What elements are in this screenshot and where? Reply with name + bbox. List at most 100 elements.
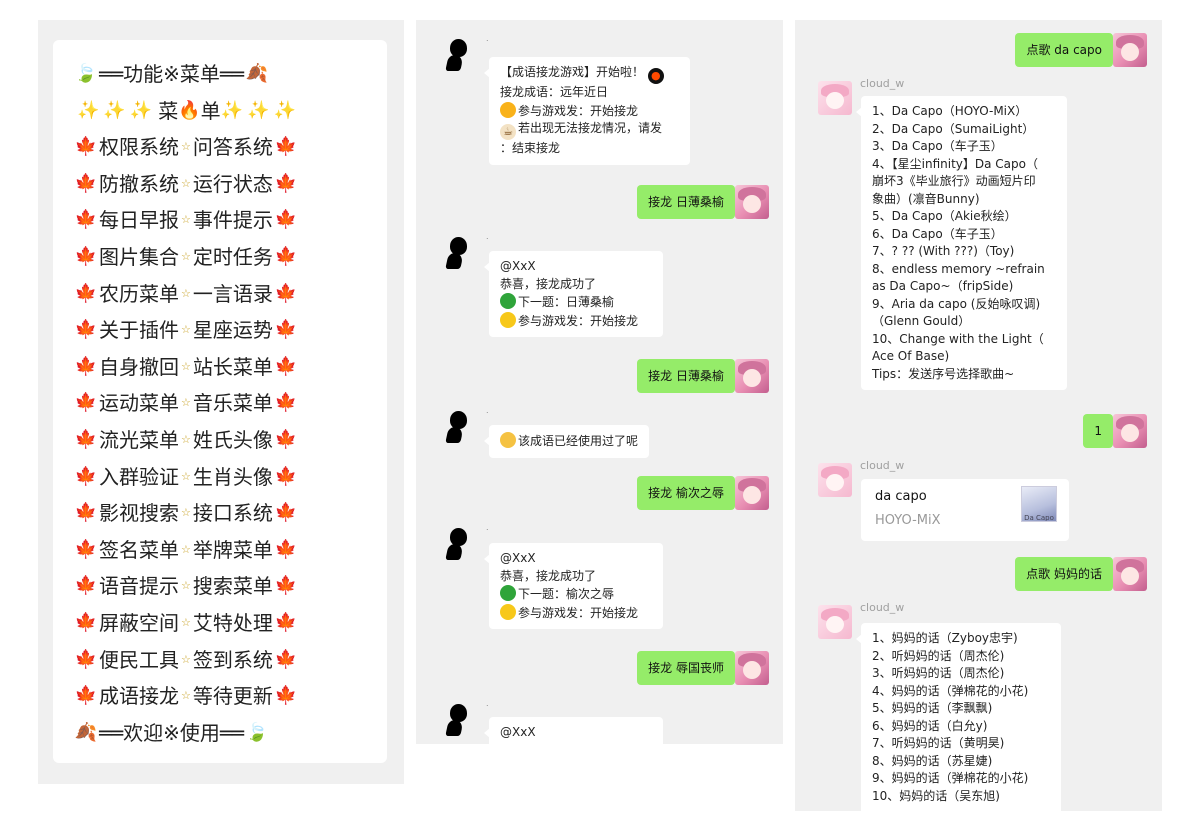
my-avatar[interactable] — [1113, 557, 1147, 591]
menu-item: 运行状态 — [192, 171, 273, 196]
song-list-message: 1、Da Capo（HOYO-MiX） 2、Da Capo（SumaiLight）… — [856, 96, 1067, 390]
menu-row: 🍁流光菜单☆姓氏头像🍁 — [73, 422, 387, 459]
penguin-icon: ● — [647, 68, 664, 84]
maple-leaf-icon: 🍁 — [74, 136, 98, 158]
maple-leaf-icon: 🍁 — [274, 392, 298, 414]
music-card[interactable]: da capo HOYO-MiX Da Capo — [861, 479, 1069, 541]
mention[interactable]: @XxX — [500, 551, 536, 565]
my-message: 接龙 日薄桑榆 — [637, 359, 740, 393]
maple-leaf-icon: 🍁 — [74, 245, 98, 267]
maple-leaf-icon: 🍁 — [274, 575, 298, 597]
menu-item: 事件提示 — [192, 208, 273, 233]
menu-item: 艾特处理 — [192, 610, 273, 635]
star-separator: ☆ — [181, 323, 191, 337]
song-list-line: 9、妈妈的话（弹棉花的小花) — [872, 771, 1029, 785]
my-avatar[interactable] — [735, 651, 769, 685]
fire-icon: 🔥 — [178, 99, 201, 121]
my-avatar[interactable] — [735, 185, 769, 219]
sparkles-icon: ✨✨✨ — [220, 99, 300, 121]
my-avatar[interactable] — [735, 476, 769, 510]
song-list-message: 1、妈妈的话（Zyboy忠宇)2、听妈妈的话（周杰伦)3、听妈妈的话（周杰伦)4… — [856, 623, 1061, 811]
menu-message-bubble: 🍃 ══功能※菜单══ 🍂 ✨✨✨ 菜 🔥 单 ✨✨✨ 🍁权限系统☆问答系统🍁🍁… — [53, 40, 387, 763]
menu-row: 🍁自身撤回☆站长菜单🍁 — [73, 349, 387, 386]
maple-leaf-icon: 🍁 — [274, 465, 298, 487]
song-list-line: 9、Aria da capo (反始咏叹调) — [872, 296, 1041, 311]
song-list-line: 10、Change with the Light（ — [872, 331, 1044, 346]
bot-avatar[interactable] — [444, 236, 478, 270]
maple-leaf-icon: 🍁 — [274, 355, 298, 377]
chain-message-partial: @XxX — [484, 717, 663, 744]
song-chat-panel[interactable]: 点歌 da capo cloud_w 1、Da Capo（HOYO-MiX）2、… — [795, 20, 1162, 811]
song-list-line: 7、听妈妈的话（黄明昊) — [872, 736, 1005, 750]
bot-avatar[interactable] — [444, 527, 478, 561]
bot-nick: . — [486, 232, 489, 241]
song-list-line: 5、妈妈的话（李飘飘) — [872, 701, 993, 715]
my-avatar[interactable] — [735, 359, 769, 393]
menu-item: 等待更新 — [192, 684, 273, 709]
bot-nick: . — [486, 523, 489, 532]
reply-line: 下一题：榆次之辱 — [518, 587, 615, 601]
star-separator: ☆ — [181, 579, 191, 593]
menu-subheader: ✨✨✨ 菜 🔥 单 ✨✨✨ — [73, 93, 387, 130]
menu-item: 自身撤回 — [99, 354, 179, 379]
menu-row: 🍁农历菜单☆一言语录🍁 — [73, 276, 387, 313]
my-message: 接龙 辱国丧师 — [637, 651, 740, 685]
maple-leaf-icon: 🍁 — [74, 648, 98, 670]
game-start-line: 参与游戏发：开始接龙 — [518, 103, 639, 118]
game-start-line: ：结束接龙 — [500, 141, 561, 155]
cloud-w-avatar[interactable] — [818, 81, 852, 115]
my-avatar[interactable] — [1113, 414, 1147, 448]
song-list-line: 5、Da Capo（Akie秋绘） — [872, 209, 1017, 223]
song-list-line: Ace Of Base) — [872, 349, 950, 363]
maple-leaf-icon: 🍁 — [74, 355, 98, 377]
reply-line: 参与游戏发：开始接龙 — [518, 605, 639, 620]
bot-avatar[interactable] — [444, 410, 478, 444]
star-separator: ☆ — [181, 542, 191, 556]
song-list-line: 1、Da Capo（HOYO-MiX） — [872, 104, 1028, 118]
my-avatar[interactable] — [1113, 33, 1147, 67]
maple-leaf-icon: 🍁 — [274, 136, 298, 158]
reply-line: 恭喜，接龙成功了 — [500, 568, 597, 583]
music-card-title: da capo — [875, 489, 927, 504]
maple-leaf-icon: 🍁 — [74, 319, 98, 341]
sparkles-icon: ✨✨✨ — [77, 99, 157, 121]
maple-leaf-icon: 🍁 — [274, 502, 298, 524]
menu-row: 🍁语音提示☆搜索菜单🍁 — [73, 568, 387, 605]
mention[interactable]: @XxX — [500, 725, 536, 739]
fallen-leaf-icon: 🍂 — [245, 63, 269, 84]
green-hat-icon — [500, 293, 516, 309]
menu-item: 举牌菜单 — [192, 537, 273, 562]
menu-subheader-text-2: 单 — [200, 98, 221, 123]
reply-line: 下一题：日薄桑榆 — [518, 295, 615, 309]
green-hat-icon — [500, 585, 516, 601]
maple-leaf-icon: 🍁 — [274, 209, 298, 231]
maple-leaf-icon: 🍁 — [74, 282, 98, 304]
song-list-line: 2、Da Capo（SumaiLight） — [872, 121, 1035, 136]
menu-row: 🍁每日早报☆事件提示🍁 — [73, 202, 387, 239]
bot-avatar[interactable] — [444, 38, 478, 72]
idiom-chat-panel[interactable]: . 【成语接龙游戏】开始啦！ ● 接龙成语：远年近日 参与游戏发：开始接龙 ☕若… — [416, 20, 783, 744]
star-separator: ☆ — [181, 689, 191, 703]
cloud-w-avatar[interactable] — [818, 463, 852, 497]
menu-item: 签名菜单 — [99, 537, 179, 562]
maple-leaf-icon: 🍁 — [274, 319, 298, 341]
fallen-leaf-icon: 🍂 — [74, 721, 98, 743]
menu-row: 🍁影视搜索☆接口系统🍁 — [73, 495, 387, 532]
menu-row: 🍁防撤系统☆运行状态🍁 — [73, 166, 387, 203]
star-separator: ☆ — [181, 432, 191, 446]
menu-item: 入群验证 — [99, 464, 179, 489]
menu-footer-text: ══欢迎※使用══ — [99, 720, 244, 745]
cloud-w-avatar[interactable] — [818, 605, 852, 639]
menu-panel: 🍃 ══功能※菜单══ 🍂 ✨✨✨ 菜 🔥 单 ✨✨✨ 🍁权限系统☆问答系统🍁🍁… — [38, 20, 404, 784]
bot-nick: . — [486, 34, 489, 43]
bot-avatar[interactable] — [444, 703, 478, 737]
game-start-line: 若出现无法接龙情况，请发 — [518, 121, 663, 135]
maple-leaf-icon: 🍁 — [74, 392, 98, 414]
menu-item: 影视搜索 — [99, 501, 179, 526]
menu-row: 🍁关于插件☆星座运势🍁 — [73, 312, 387, 349]
mention[interactable]: @XxX — [500, 259, 536, 273]
menu-item: 语音提示 — [99, 574, 179, 599]
maple-leaf-icon: 🍁 — [274, 245, 298, 267]
menu-row: 🍁屏蔽空间☆艾特处理🍁 — [73, 605, 387, 642]
maple-leaf-icon: 🍁 — [74, 209, 98, 231]
